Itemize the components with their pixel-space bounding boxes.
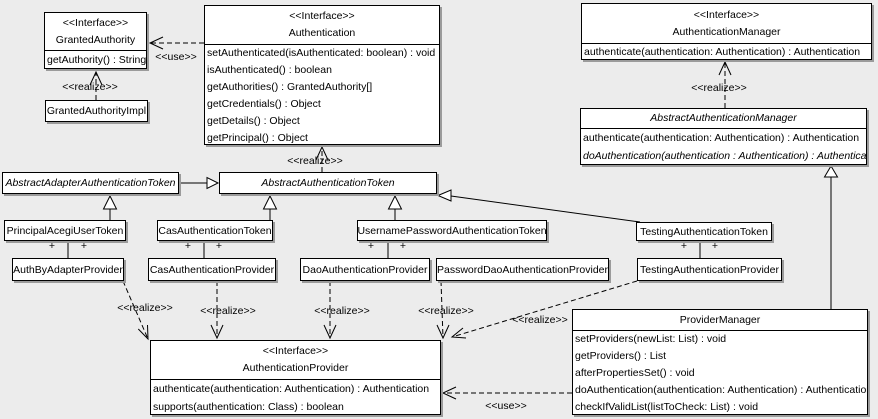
class-principal-acegi-user-token: PrincipalAcegiUserToken — [4, 220, 126, 241]
generalization-arrowhead — [262, 194, 278, 210]
class-password-dao-authentication-provider: PasswordDaoAuthenticationProvider — [436, 258, 609, 281]
association-plus-marker: + — [80, 240, 88, 252]
class-name: DaoAuthenticationProvider — [302, 263, 428, 276]
edge-label-use: <<use>> — [485, 400, 527, 412]
method: authenticate(authentication: Authenticat… — [583, 132, 860, 144]
class-abstract-authentication-manager: AbstractAuthenticationManager authentica… — [580, 108, 867, 165]
method: getAuthority() : String — [47, 54, 146, 66]
class-provider-manager: ProviderManager setProviders(newList: Li… — [572, 309, 868, 415]
class-name: CasAuthenticationToken — [158, 224, 272, 237]
generalization-arrowhead — [436, 189, 452, 202]
class-name: UsernamePasswordAuthenticationToken — [357, 224, 547, 237]
generalization-arrowhead — [102, 194, 118, 210]
open-arrowhead — [148, 36, 164, 50]
association-plus-marker: + — [711, 240, 719, 252]
class-name: TestingAuthenticationToken — [640, 225, 768, 238]
edge-label-realize: <<realize>> — [512, 314, 568, 326]
open-arrowhead — [718, 60, 732, 76]
method: doAuthentication(authentication: Authent… — [575, 384, 867, 396]
open-arrowhead — [450, 327, 467, 339]
class-stereotype: <<Interface>> — [262, 345, 329, 357]
generalization-arrowhead — [206, 176, 220, 190]
association-plus-marker: + — [48, 240, 56, 252]
method: getDetails() : Object — [207, 115, 300, 127]
association-plus-marker: + — [399, 240, 407, 252]
generalization-arrowhead — [823, 165, 839, 178]
class-stereotype: <<Interface>> — [62, 17, 129, 29]
class-cas-authentication-provider: CasAuthenticationProvider — [148, 258, 276, 281]
edge-label-realize: <<realize>> — [691, 82, 747, 94]
edge-label-realize: <<realize>> — [314, 305, 370, 317]
class-auth-by-adapter-provider: AuthByAdapterProvider — [12, 258, 124, 281]
open-arrowhead — [210, 324, 224, 340]
class-name: TestingAuthenticationProvider — [640, 263, 779, 276]
class-stereotype: <<Interface>> — [289, 10, 355, 22]
class-name: AuthenticationManager — [672, 26, 781, 38]
class-testing-authentication-token: TestingAuthenticationToken — [636, 222, 772, 241]
class-granted-authority-impl: GrantedAuthorityImpl — [45, 100, 148, 122]
edge-realize-testing-provider — [451, 280, 638, 338]
edge-label-realize: <<realize>> — [418, 305, 474, 317]
generalization-arrowhead — [387, 194, 403, 210]
class-name: ProviderManager — [679, 314, 761, 326]
method: getCredentials() : Object — [207, 98, 321, 110]
class-name: AuthByAdapterProvider — [13, 263, 123, 276]
method: isAuthenticated() : boolean — [207, 64, 332, 76]
class-authentication-manager: <<Interface>> AuthenticationManager auth… — [581, 3, 872, 60]
method: getPrincipal() : Object — [207, 132, 308, 144]
open-arrowhead — [441, 386, 457, 400]
open-arrowhead — [315, 145, 329, 161]
edge-label-realize: <<realize>> — [287, 155, 343, 167]
edge-label-realize: <<realize>> — [200, 305, 256, 317]
association-plus-marker: + — [215, 240, 223, 252]
class-name: AbstractAuthenticationToken — [261, 177, 395, 189]
edge-label-use: <<use>> — [155, 51, 197, 63]
method-abstract: doAuthentication(authentication : Authen… — [583, 150, 866, 162]
association-plus-marker: + — [367, 240, 375, 252]
method: checkIfValidList(listToCheck: List) : vo… — [575, 401, 759, 413]
class-name: CasAuthenticationProvider — [149, 263, 275, 276]
class-name: GrantedAuthority — [55, 34, 136, 46]
method: getAuthorities() : GrantedAuthority[] — [207, 81, 373, 93]
edge-label-realize: <<realize>> — [62, 81, 118, 93]
association-plus-marker: + — [184, 240, 192, 252]
class-authentication: <<Interface>> Authentication setAuthenti… — [204, 5, 440, 145]
method: setAuthenticated(isAuthenticated: boolea… — [207, 47, 436, 59]
association-plus-marker: + — [680, 240, 688, 252]
class-granted-authority: <<Interface>> GrantedAuthority getAuthor… — [44, 12, 147, 69]
open-arrowhead — [436, 324, 450, 340]
method: afterPropertiesSet() : void — [575, 367, 695, 379]
method: getProviders() : List — [575, 350, 667, 362]
class-abstract-authentication-token: AbstractAuthenticationToken — [219, 172, 437, 194]
edge-realize-passworddao-provider — [440, 280, 444, 339]
class-name: AbstractAdapterAuthenticationToken — [5, 177, 176, 189]
class-name: GrantedAuthorityImpl — [46, 105, 147, 117]
class-testing-authentication-provider: TestingAuthenticationProvider — [637, 258, 782, 281]
method: setProviders(newList: List) : void — [575, 333, 727, 345]
class-dao-authentication-provider: DaoAuthenticationProvider — [300, 258, 430, 281]
class-cas-authentication-token: CasAuthenticationToken — [157, 220, 273, 241]
open-arrowhead — [323, 324, 337, 340]
method: supports(authentication: Class) : boolea… — [153, 401, 344, 413]
class-name: AbstractAuthenticationManager — [650, 112, 797, 124]
class-username-password-authentication-token: UsernamePasswordAuthenticationToken — [357, 220, 547, 241]
class-abstract-adapter-authentication-token: AbstractAdapterAuthenticationToken — [2, 172, 179, 194]
edge-realize-authbyadapter — [122, 280, 149, 340]
class-stereotype: <<Interface>> — [693, 9, 760, 21]
edge-label-realize: <<realize>> — [117, 302, 173, 314]
class-name: PasswordDaoAuthenticationProvider — [437, 263, 609, 276]
method: authenticate(authentication: Authenticat… — [153, 383, 430, 395]
class-name: PrincipalAcegiUserToken — [6, 224, 124, 237]
method: authenticate(authentication: Authenticat… — [584, 46, 861, 58]
class-name: AuthenticationProvider — [242, 362, 349, 374]
edge-generalization-testing-token — [450, 195, 641, 223]
class-name: Authentication — [288, 27, 356, 39]
open-arrowhead — [137, 324, 149, 341]
open-arrowhead — [89, 70, 103, 86]
class-authentication-provider: <<Interface>> AuthenticationProvider aut… — [150, 340, 441, 415]
